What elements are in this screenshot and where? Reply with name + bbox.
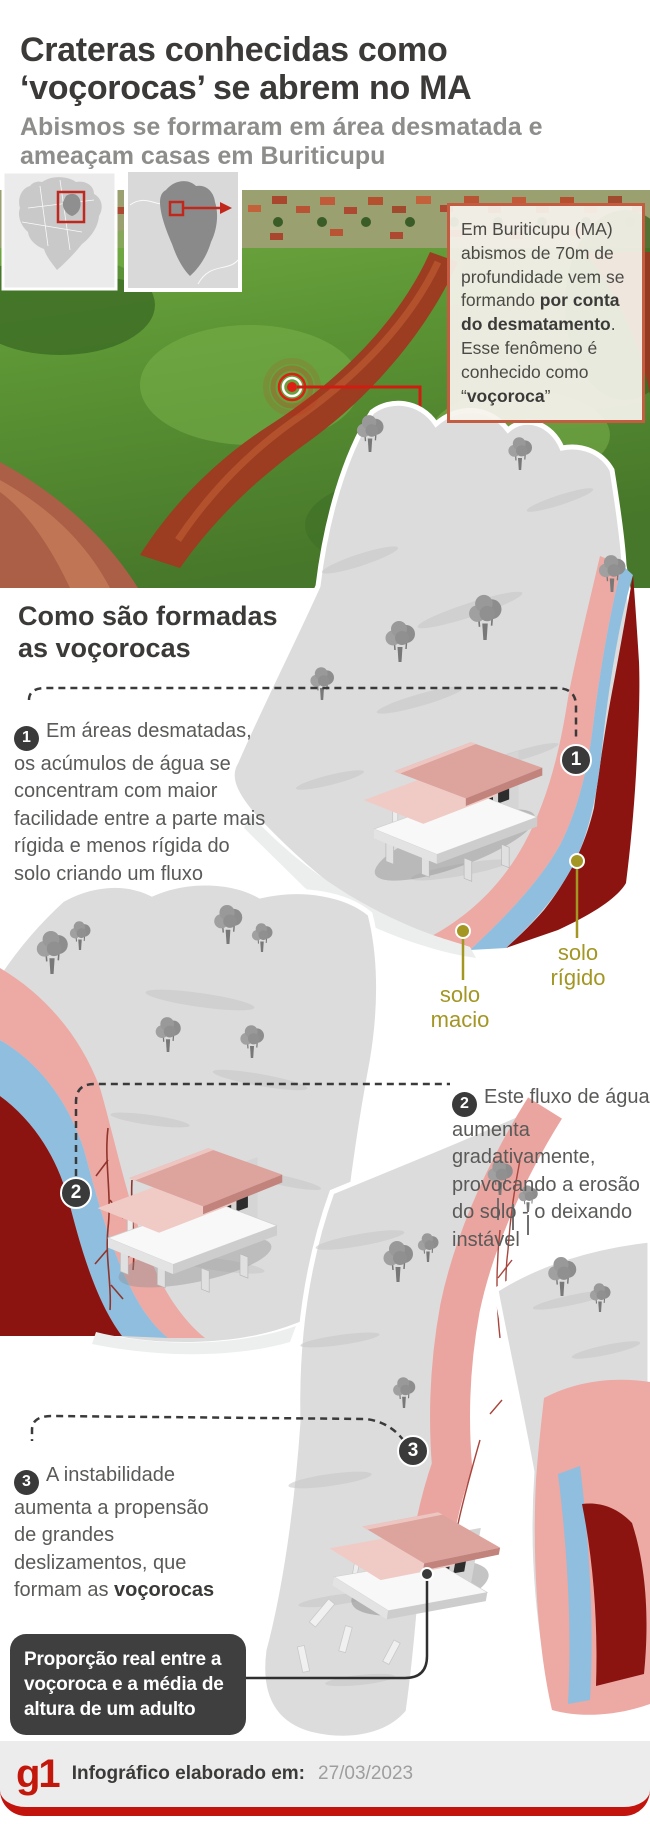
g1-logo: g1 <box>16 1751 61 1796</box>
rigid-soil-label: solo rígido <box>550 940 606 990</box>
step-3-number-badge: 3 <box>14 1469 39 1495</box>
scale-pin-icon <box>240 1567 434 1680</box>
brazil-map <box>1 170 118 291</box>
crevice-cracks <box>457 1159 521 1525</box>
broken-stilts-debris <box>296 1598 401 1673</box>
rigid-soil-3 <box>582 1503 647 1686</box>
map-arrow-icon <box>184 202 232 214</box>
step-2-number-badge: 2 <box>452 1091 477 1117</box>
callout-bold: por conta do desmatamento <box>461 290 620 335</box>
page-subtitle: Abismos se formaram em área desmatada e … <box>20 112 543 170</box>
muddy-river <box>0 462 138 588</box>
page-title: Crateras conhecidas como ‘voçorocas’ se … <box>20 30 472 107</box>
callout-text: . Esse fenômeno é conhecido como “ <box>461 314 616 406</box>
gully-head-trees <box>487 1159 539 1235</box>
soft-soil-band-2 <box>0 968 205 1338</box>
callout-text: Em Buriticupu (MA) abismos de 70m de pro… <box>461 219 625 311</box>
maranhao-highlight <box>62 193 81 216</box>
footer-bar: g1 Infográfico elaborado em: 27/03/2023 <box>0 1741 650 1816</box>
soft-soil-label: solo macio <box>430 982 490 1032</box>
diagram-step2 <box>0 880 450 1355</box>
map-focus-square <box>168 200 185 217</box>
section-heading: Como são formadas as voçorocas <box>18 601 278 664</box>
diagram-badge-2: 2 <box>60 1177 92 1209</box>
footer-date: 27/03/2023 <box>318 1763 414 1784</box>
rigid-soil-2 <box>0 1096 122 1336</box>
water-stream-3 <box>558 1466 592 1704</box>
photo-callout-box: Em Buriticupu (MA) abismos de 70m de pro… <box>447 203 645 424</box>
cut-face-1 <box>244 814 476 958</box>
diagram-badge-1: 1 <box>560 744 592 776</box>
callout-bold: voçoroca <box>466 385 545 406</box>
diagram-step1 <box>27 400 643 980</box>
label-pin-soft-soil <box>455 923 471 980</box>
water-stream-1 <box>470 565 633 950</box>
rigid-soil-1 <box>506 575 640 948</box>
dashed-connector-3 <box>30 1414 406 1442</box>
footer-label: Infográfico elaborado em: <box>71 1763 305 1784</box>
callout-text: ” <box>544 385 551 406</box>
step-1-number-badge: 1 <box>14 725 39 751</box>
diagram-step3 <box>30 1097 650 1741</box>
dashed-connector-2 <box>74 1082 450 1176</box>
cut-face-2 <box>92 1326 296 1355</box>
label-pin-rigid-soil <box>569 853 585 938</box>
diagram-badge-3: 3 <box>397 1435 429 1467</box>
dashed-connector-1 <box>27 686 578 741</box>
map-focus-rect <box>56 190 86 224</box>
scale-note-box: Proporção real entre a voçoroca e a médi… <box>10 1634 246 1736</box>
maranhao-map <box>124 168 242 292</box>
